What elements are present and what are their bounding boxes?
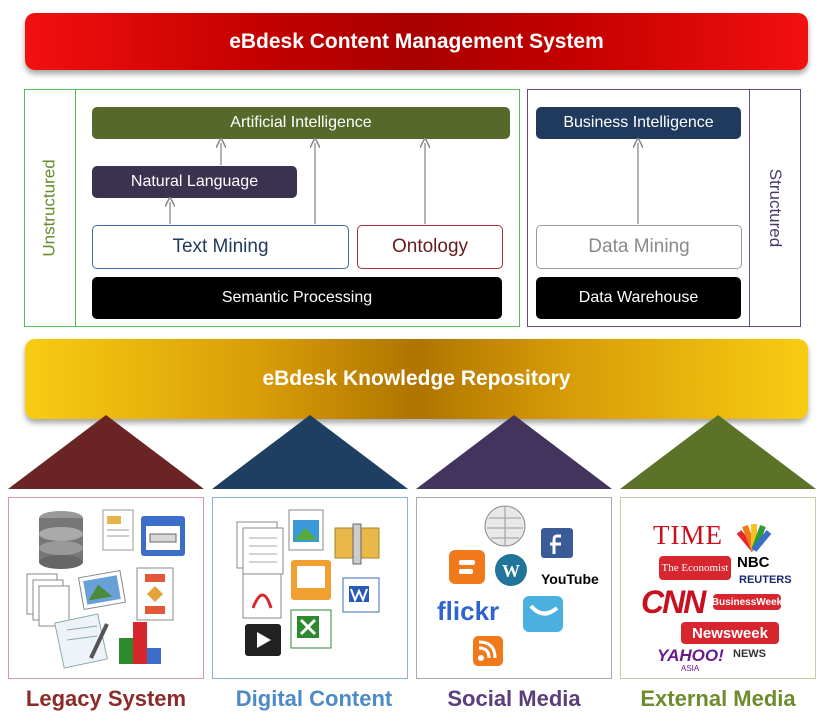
data-mining-box: Data Mining [536,225,742,269]
rss-icon [473,636,503,666]
natural-language-box: Natural Language [92,166,297,198]
cms-banner: eBdesk Content Management System [25,13,808,70]
nbc-peacock-icon [736,524,772,552]
ontology-box: Ontology [357,225,503,269]
bi-label: Business Intelligence [563,114,714,131]
digital-triangle [212,415,408,489]
bar-chart-icon [119,622,161,664]
legacy-system-box [8,497,204,679]
social-media-box: W YouTube flickr [416,497,612,679]
businessweek-logo: BusinessWeek [712,594,782,610]
source-triangles [8,415,816,489]
yahoo-logo: YAHOO! [657,646,724,665]
unstructured-panel [24,89,520,327]
digital-content-icons [236,509,380,656]
repository-title: eBdesk Knowledge Repository [262,367,571,390]
ai-label: Artificial Intelligence [230,114,372,131]
business-intelligence-box: Business Intelligence [536,107,741,139]
word-icon [342,577,380,613]
digital-content-box [212,497,408,679]
excel-icon [290,609,332,649]
database-icon [39,511,83,569]
social-triangle [416,415,612,489]
pdf-icon [242,573,282,619]
yahoo-asia-text: ASIA [681,664,700,673]
document-icon [102,509,134,551]
notepad-icon [54,613,109,669]
social-media-label: Social Media [447,686,581,711]
ontology-label: Ontology [391,236,469,257]
flickr-icon: flickr [437,596,499,626]
text-mining-box: Text Mining [92,225,349,269]
video-icon [245,624,281,656]
ai-box: Artificial Intelligence [92,107,510,139]
flickr-logo-text: flickr [437,596,499,626]
newsweek-logo: Newsweek [681,622,779,644]
wikipedia-icon [484,505,526,547]
unstructured-divider [75,89,76,327]
jpeg-icon [288,509,324,551]
presentation-icon [291,560,331,600]
warehouse-label: Data Warehouse [578,289,699,306]
text-document-icon [236,521,284,575]
yahoo-news-text: NEWS [733,648,766,660]
structured-panel [527,89,801,327]
external-triangle [620,415,816,489]
semantic-processing-box: Semantic Processing [92,277,502,319]
external-media-label: External Media [640,686,796,711]
facebook-icon [541,528,573,558]
text-mining-label: Text Mining [172,236,269,257]
cms-title: eBdesk Content Management System [229,29,604,53]
cnn-logo: CNN [641,584,706,620]
twitter-icon [523,596,563,632]
social-media-icons: W YouTube flickr [437,505,599,666]
youtube-logo-text: YouTube [541,571,599,587]
archive-icon [334,523,380,565]
photo-icon [77,570,127,610]
semantic-label: Semantic Processing [221,289,373,306]
flow-arrows [0,0,835,224]
svg-text:W: W [502,561,520,581]
files-icon [26,573,70,627]
legacy-system-icons [26,509,185,669]
data-mining-label: Data Mining [588,236,690,257]
nl-label: Natural Language [130,173,259,190]
flowchart-icon [136,567,174,621]
legacy-triangle [8,415,204,489]
data-warehouse-box: Data Warehouse [536,277,741,319]
digital-content-label: Digital Content [235,686,393,711]
legacy-system-label: Legacy System [25,686,187,711]
youtube-icon: YouTube [541,571,599,587]
external-media-box: TIME The Economist NBC REUTERS CNN Busin… [620,497,816,679]
blogger-icon [449,550,485,584]
wordpress-icon: W [495,554,527,586]
repository-banner: eBdesk Knowledge Repository [25,339,808,419]
window-icon [141,516,185,556]
economist-logo: The Economist [659,556,731,580]
reuters-logo: REUTERS [739,574,792,586]
time-logo: TIME [653,520,723,550]
structured-divider [749,89,750,327]
nbc-logo: NBC [737,554,770,571]
